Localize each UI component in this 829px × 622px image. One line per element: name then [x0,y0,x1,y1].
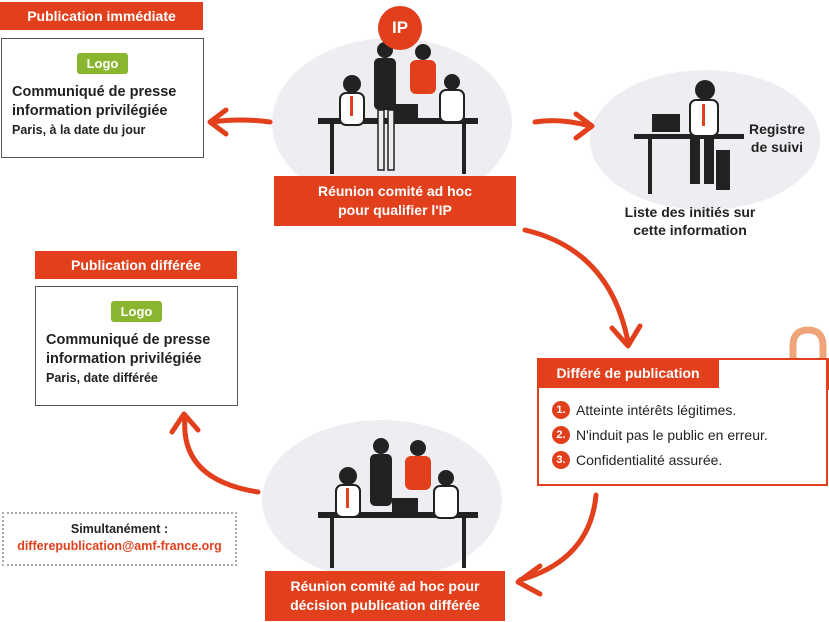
meeting-bottom-label: Réunion comité ad hoc pour décision publ… [265,571,505,621]
registry-caption: Liste des initiés sur cette information [624,204,756,238]
arrow-to-registry [532,118,593,129]
immediate-title-2: information privilégiée [12,103,168,119]
deferred-header: Publication différée [35,251,237,279]
ip-badge-text: IP [391,18,409,37]
deferral-item-number: 1. [552,401,570,419]
deferral-item-text: Confidentialité assurée. [576,452,723,468]
deferred-press-release: Logo Communiqué de presse information pr… [35,286,238,406]
deferral-item: 1. Atteinte intérêts légitimes. [552,401,768,419]
ip-badge: IP [378,6,422,50]
arrow-to-bottom-meeting [517,492,599,583]
deferral-item: 3. Confidentialité assurée. [552,451,768,469]
deferred-title-1: Communiqué de presse [46,332,211,348]
bottom-meeting-illustration [318,438,478,568]
deferred-logo: Logo [110,301,163,322]
immediate-press-release: Logo Communiqué de presse information pr… [1,38,204,158]
top-meeting-illustration [318,42,478,174]
immediate-subtitle: Paris, à la date du jour [12,123,146,137]
immediate-header: Publication immédiate [0,2,203,30]
simultaneous-box: Simultanément : differepublication@amf-f… [2,512,237,566]
simultaneous-label: Simultanément : [70,522,169,536]
deferral-item-number: 2. [552,426,570,444]
immediate-title-1: Communiqué de presse [12,84,177,100]
deferred-subtitle: Paris, date différée [46,371,158,385]
deferral-item-number: 3. [552,451,570,469]
arrow-to-immediate [209,117,273,125]
deferral-criteria-list: 1. Atteinte intérêts légitimes. 2. N'ind… [552,394,768,476]
registry-illustration [634,80,744,194]
deferred-title-2: information privilégiée [46,351,202,367]
arrow-to-deferral [522,227,631,345]
arrow-to-deferred [182,415,261,495]
deferral-item-text: N'induit pas le public en erreur. [576,427,768,443]
simultaneous-email[interactable]: differepublication@amf-france.org [17,539,222,553]
meeting-top-label: Réunion comité ad hoc pour qualifier l'I… [274,176,516,226]
deferral-header: Différé de publication [537,358,719,388]
registry-label: Registre de suivi [748,121,806,155]
deferral-item: 2. N'induit pas le public en erreur. [552,426,768,444]
immediate-logo: Logo [76,53,129,74]
deferral-item-text: Atteinte intérêts légitimes. [576,402,737,418]
